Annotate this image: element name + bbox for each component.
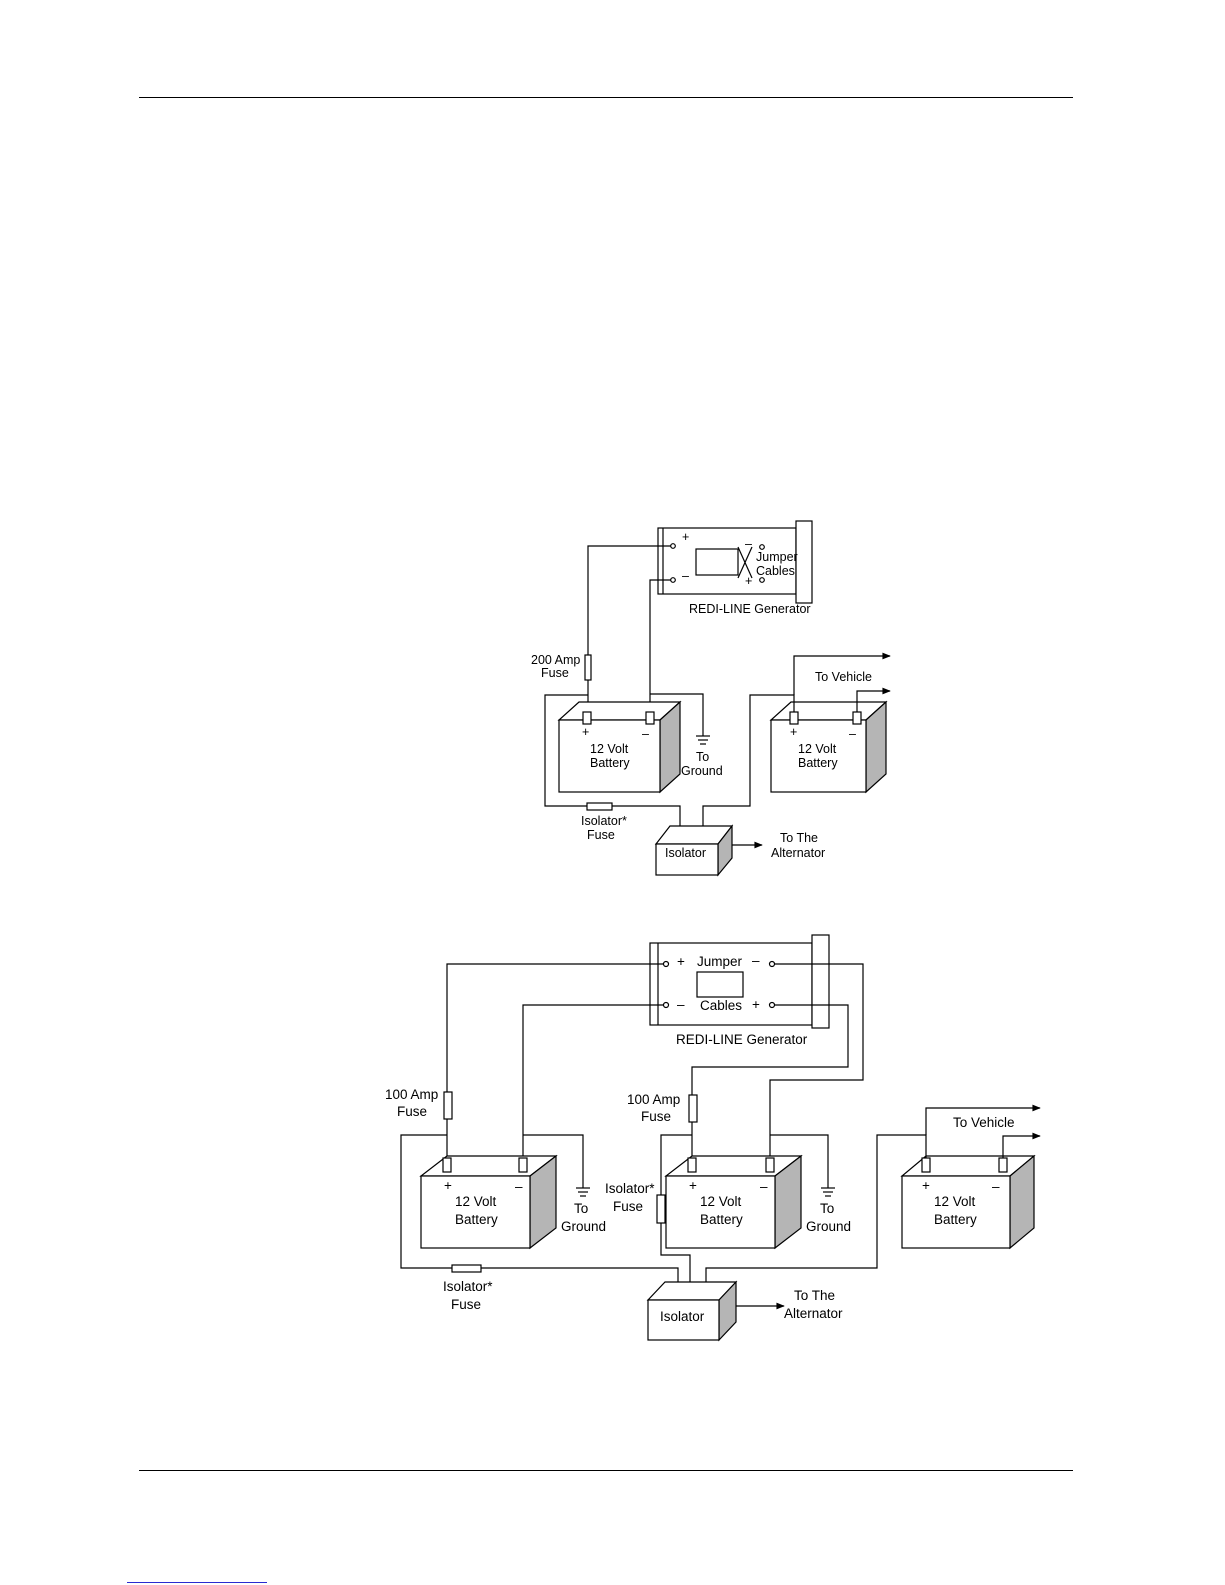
isolator-fuse-mid-line1: Isolator* [605,1181,655,1196]
battery-left-plus: + [582,725,589,739]
battery2-right-line2: Battery [934,1212,977,1227]
battery2-left-minus: – [515,1179,523,1194]
fuse-200-line1: 200 Amp [531,653,580,667]
fuse-mid-line1: 100 Amp [627,1092,680,1107]
cables-label: Cables [756,564,795,578]
battery-left-2 [419,1154,558,1250]
isolator-fuse-bottom-line2: Fuse [451,1297,481,1312]
redi-line-generator [657,520,813,604]
battery-right-2 [900,1154,1036,1250]
fuse-left-line2: Fuse [397,1104,427,1119]
fuse-200-amp [584,654,592,681]
jumper-label: Jumper [756,550,798,564]
gen2-plus-top: + [677,954,685,969]
ground2-left-line2: Ground [561,1219,606,1234]
alternator2-line1: To The [794,1288,835,1303]
gen2-plus-right: + [752,997,760,1012]
isolator-fuse-bottom [451,1264,482,1273]
gen-plus-top: + [682,530,689,544]
battery2-right-plus: + [922,1178,930,1193]
isolator-label: Isolator [665,846,706,860]
battery2-left-plus: + [444,1178,452,1193]
fuse-200-line2: Fuse [541,666,569,680]
to-vehicle-label: To Vehicle [815,670,872,684]
isolator-box-2 [646,1280,738,1342]
battery-left-minus: – [642,727,649,741]
cables-label-2: Cables [700,998,742,1013]
battery2-left-line1: 12 Volt [455,1194,497,1209]
fuse-100-amp-mid [688,1094,698,1123]
ground2-mid-line2: Ground [806,1219,851,1234]
ground2-mid-line1: To [820,1201,834,1216]
to-vehicle-label-2: To Vehicle [953,1115,1015,1130]
isolator-fuse-bottom-line1: Isolator* [443,1279,493,1294]
ground2-left-line1: To [574,1201,588,1216]
fuse-mid-line2: Fuse [641,1109,671,1124]
battery-right-minus: – [849,727,856,741]
footer-rule [139,1470,1073,1471]
gen-minus-bottom: – [682,569,689,583]
generator-name: REDI-LINE Generator [689,602,811,616]
diagram-single-battery [544,520,891,877]
redi-line-generator-2 [649,934,830,1029]
battery-left-line1: 12 Volt [590,742,629,756]
gen-plus-right: + [745,574,752,588]
isolator-fuse-line2: Fuse [587,828,615,842]
battery-left [557,700,682,794]
battery-right-line2: Battery [798,756,838,770]
isolator-fuse-mid-line2: Fuse [613,1199,643,1214]
diagram2-labels: + – – + Jumper Cables REDI-LINE Generato… [385,953,1015,1324]
battery-right-line1: 12 Volt [798,742,837,756]
gen2-minus-right: – [752,953,760,968]
alternator2-line2: Alternator [784,1306,843,1321]
isolator-fuse-line1: Isolator* [581,814,627,828]
footer-link-underline[interactable] [127,1582,267,1583]
alternator-line1: To The [780,831,818,845]
isolator-box [654,824,734,877]
battery2-mid-line1: 12 Volt [700,1194,742,1209]
diagram1-labels: + – – + Jumper Cables REDI-LINE Generato… [531,530,872,860]
battery-left-line2: Battery [590,756,630,770]
header-rule [139,97,1073,98]
ground-line1: To [696,750,709,764]
ground-line2: Ground [681,764,723,778]
fuse-100-amp-left [443,1091,453,1120]
jumper-label-2: Jumper [697,954,743,969]
isolator-fuse-mid [656,1194,666,1224]
battery2-right-line1: 12 Volt [934,1194,976,1209]
diagram-dual-battery [400,934,1041,1342]
isolator-fuse [586,802,613,811]
battery2-right-minus: – [992,1179,1000,1194]
battery2-mid-minus: – [760,1179,768,1194]
generator-name-2: REDI-LINE Generator [676,1032,808,1047]
battery-mid-2 [664,1154,803,1250]
battery2-left-line2: Battery [455,1212,498,1227]
gen-minus-right: – [745,537,752,551]
isolator-label-2: Isolator [660,1309,705,1324]
battery-right-plus: + [790,725,797,739]
fuse-left-line1: 100 Amp [385,1087,438,1102]
battery2-mid-line2: Battery [700,1212,743,1227]
alternator-line2: Alternator [771,846,825,860]
battery2-mid-plus: + [689,1178,697,1193]
gen2-minus-bottom: – [677,997,685,1012]
